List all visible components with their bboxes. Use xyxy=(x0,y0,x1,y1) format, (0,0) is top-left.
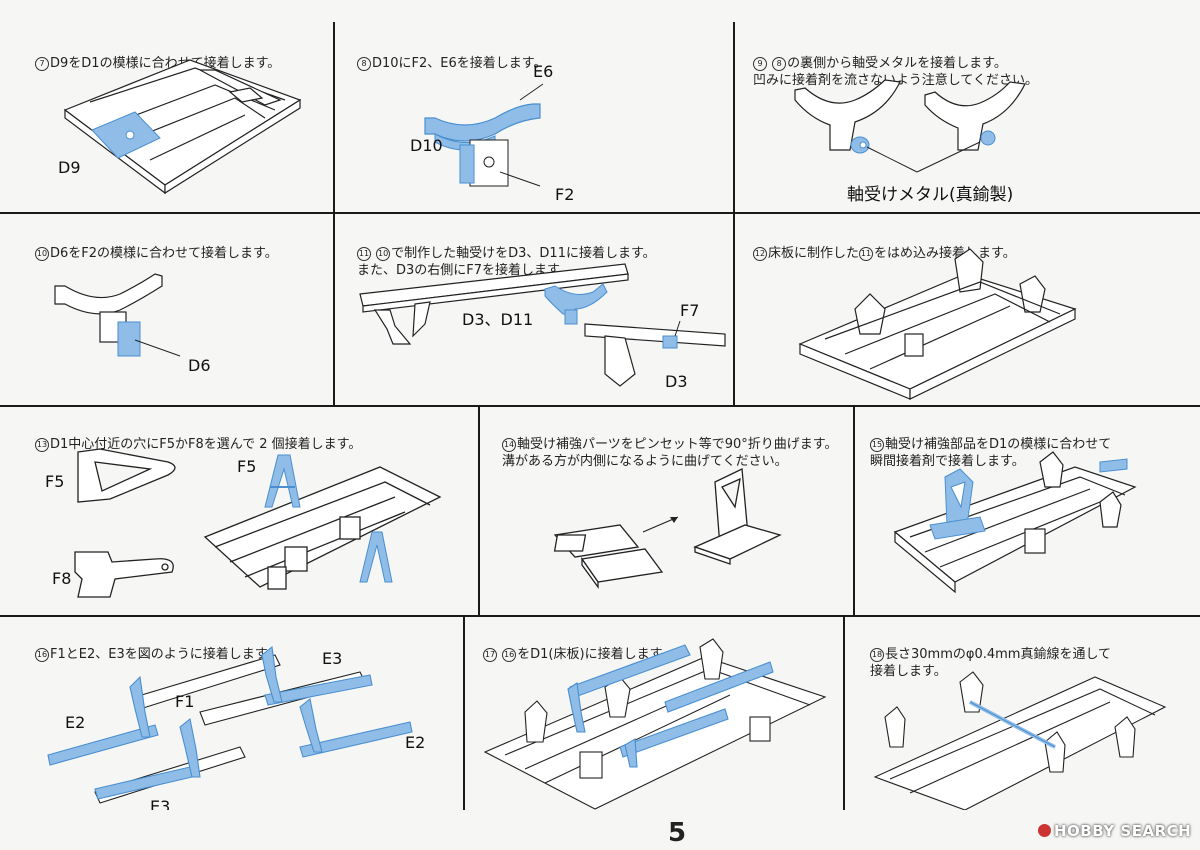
step-11-illustration xyxy=(359,263,726,387)
step-8-illustration xyxy=(424,83,544,187)
hobby-search-logo-icon xyxy=(1038,824,1051,837)
label-f8: F8 xyxy=(52,569,72,588)
step-number: 12 xyxy=(753,247,767,261)
step-9-illustration xyxy=(794,79,1026,173)
step-7-illustration xyxy=(63,59,302,195)
step-number: 17 xyxy=(483,648,497,662)
label-f1: F1 xyxy=(175,692,195,711)
step-number: 16 xyxy=(35,648,49,662)
label-f5-installed: F5 xyxy=(237,457,257,476)
label-d10: D10 xyxy=(410,136,443,155)
label-d6: D6 xyxy=(188,356,211,375)
label-f2: F2 xyxy=(555,185,575,204)
watermark: HOBBY SEARCH xyxy=(1038,822,1191,840)
step-number: 7 xyxy=(35,57,49,71)
divider-v3 xyxy=(478,406,480,616)
label-d3: D3 xyxy=(665,372,688,391)
label-d3-d11: D3、D11 xyxy=(462,310,534,329)
label-e2-right: E2 xyxy=(405,733,426,752)
step-number: 15 xyxy=(870,438,884,452)
label-e3-bottom: E3 xyxy=(150,797,171,810)
divider-v6 xyxy=(843,616,845,810)
label-d9: D9 xyxy=(58,158,81,177)
divider-h3 xyxy=(0,615,1200,617)
divider-h1 xyxy=(0,212,1200,214)
label-e2-left: E2 xyxy=(65,713,86,732)
step-number: 13 xyxy=(35,438,49,452)
step-number: 8 xyxy=(357,57,371,71)
divider-v2 xyxy=(733,22,735,406)
step-number-ref: 10 xyxy=(376,247,391,261)
step-14-illustration xyxy=(553,468,782,589)
step-10-illustration xyxy=(54,273,181,357)
label-bearing-metal: 軸受けメタル(真鍮製) xyxy=(847,185,1014,205)
step-18-illustration xyxy=(873,671,1167,810)
step-16-illustration xyxy=(47,645,413,804)
step-17-illustration xyxy=(483,638,827,810)
label-f5-part: F5 xyxy=(45,472,65,491)
step-number-ref: 11 xyxy=(859,247,874,261)
step-12-illustration xyxy=(798,248,1077,400)
label-f7: F7 xyxy=(680,301,700,320)
step-number: 9 xyxy=(753,57,767,71)
step-number: 18 xyxy=(870,648,884,662)
divider-h2 xyxy=(0,405,1200,407)
label-e6: E6 xyxy=(533,62,554,81)
step-number-ref: 16 xyxy=(502,648,517,662)
step-number: 10 xyxy=(35,247,49,261)
divider-v4 xyxy=(853,406,855,616)
step-15-illustration xyxy=(893,451,1137,594)
step-number: 14 xyxy=(502,438,516,452)
divider-v5 xyxy=(463,616,465,810)
step-13-illustration xyxy=(74,448,442,598)
label-e3-top: E3 xyxy=(322,649,343,668)
step-number: 11 xyxy=(357,247,371,261)
divider-v1 xyxy=(333,22,335,406)
step-number-ref: 8 xyxy=(772,57,787,71)
page-number: 5 xyxy=(668,818,687,848)
